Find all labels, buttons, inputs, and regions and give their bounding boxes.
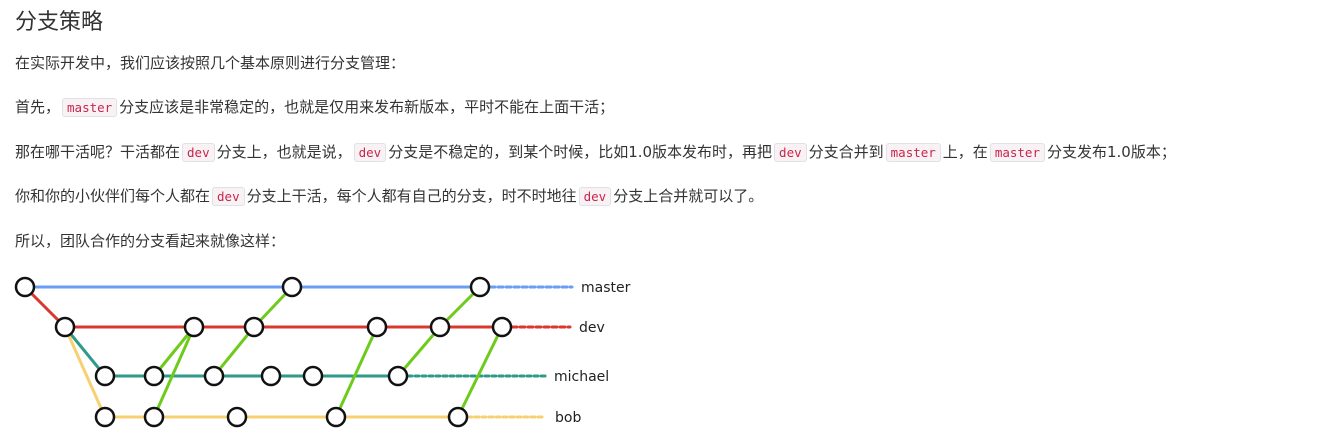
inline-code-dev: dev [353, 143, 387, 162]
merge-line [334, 325, 379, 419]
text: 分支合并到 [808, 143, 884, 161]
text: 分支发布1.0版本； [1046, 143, 1176, 161]
commit-node [14, 276, 36, 298]
inline-code-master: master [62, 98, 118, 117]
commit-node [447, 406, 469, 428]
inline-code-dev: dev [182, 143, 215, 162]
text: 分支上干活，每个人都有自己的分支，时不时地往 [246, 187, 577, 205]
merge-line [152, 325, 196, 378]
section-title: 分支策略 [15, 10, 104, 35]
commit-node [469, 276, 491, 298]
text: 你和你的小伙伴们每个人都在 [15, 187, 211, 205]
dev-branch-line [23, 285, 504, 329]
commit-node [94, 365, 116, 387]
commit-node [302, 365, 324, 387]
text: 上，在 [942, 143, 988, 161]
paragraph-intro: 在实际开发中，我们应该按照几个基本原则进行分支管理： [15, 54, 406, 72]
branch-label-dev: dev [579, 320, 605, 336]
merge-line [212, 325, 256, 378]
commit-node [143, 365, 165, 387]
branch-strategy-diagram: master dev michael bob [14, 276, 631, 428]
commit-node [491, 316, 513, 338]
branch-label-master: master [581, 280, 631, 296]
commit-node [281, 276, 303, 298]
paragraph-diagram-intro: 所以，团队合作的分支看起来就像这样： [15, 232, 286, 250]
commit-node [260, 365, 282, 387]
commit-node [183, 316, 205, 338]
commit-node [366, 316, 388, 338]
commit-node [226, 406, 248, 428]
inline-code-master: master [885, 143, 941, 162]
commit-node [387, 365, 409, 387]
commit-node [94, 406, 116, 428]
commit-node [143, 406, 165, 428]
michael-branch-line [63, 325, 400, 378]
commit-node [54, 316, 76, 338]
commit-node [429, 316, 451, 338]
text: 分支是不稳定的，到某个时候，比如1.0版本发布时，再把 [388, 143, 773, 161]
text: 首先， [15, 98, 61, 116]
merge-line [152, 325, 196, 419]
text: 分支上，也就是说， [216, 143, 352, 161]
inline-code-dev: dev [212, 187, 245, 206]
merge-line [396, 325, 442, 378]
commit-node [325, 406, 347, 428]
text: 那在哪干活呢？干活都在 [15, 143, 181, 161]
branch-label-michael: michael [554, 369, 609, 385]
inline-code-master: master [989, 143, 1045, 162]
branch-label-bob: bob [555, 410, 581, 426]
merge-line [456, 325, 504, 419]
inline-code-dev: dev [578, 187, 612, 206]
inline-code-dev: dev [774, 143, 807, 162]
commit-node [203, 365, 225, 387]
commit-node [243, 316, 265, 338]
text: 分支上合并就可以了。 [613, 187, 764, 205]
text: 分支应该是非常稳定的，也就是仅用来发布新版本，平时不能在上面干活； [119, 98, 615, 116]
